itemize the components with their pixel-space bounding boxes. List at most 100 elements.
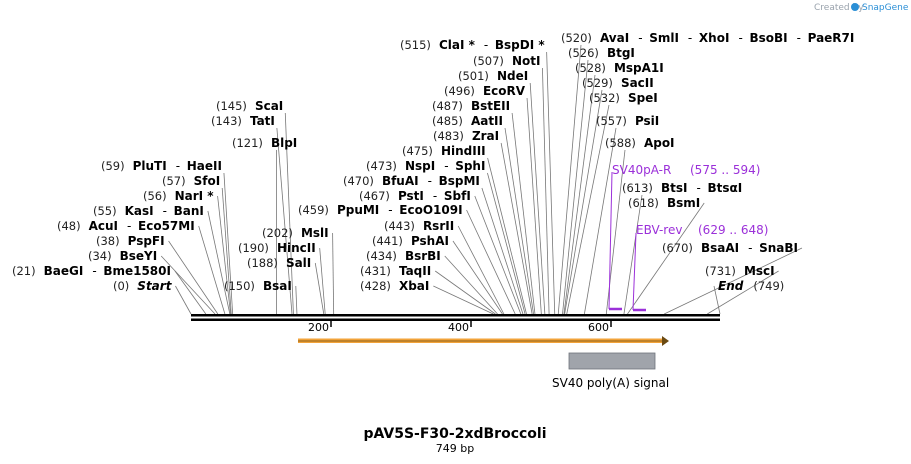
site-end[interactable]: (749)End: [718, 279, 784, 293]
site-leader-line: [481, 187, 524, 315]
site-position: (470): [343, 174, 374, 188]
site-baegi[interactable]: (21)BaeGI-Bme1580I: [12, 264, 171, 278]
feature-sv40-polya[interactable]: SV40 poly(A) signal: [552, 352, 669, 390]
site-leader-line: [207, 210, 231, 315]
site-apoi[interactable]: (588)ApoI: [605, 136, 675, 150]
site-tati[interactable]: (143)TatI: [211, 114, 275, 128]
site-leader-line: [284, 112, 294, 315]
site-bsteii[interactable]: (487)BstEII: [432, 99, 510, 113]
site-btsi[interactable]: (613)BtsI-BtsαI: [622, 181, 742, 195]
site-nari[interactable]: (56)NarI *: [143, 189, 214, 203]
site-bsrbi[interactable]: (434)BsrBI: [366, 249, 441, 263]
site-mspa1i[interactable]: (528)MspA1I: [575, 61, 664, 75]
site-position: (143): [211, 114, 242, 128]
primer-sv40pa-r[interactable]: SV40pA-R (575 .. 594): [608, 163, 760, 311]
site-sacii[interactable]: (529) SacII: [582, 76, 654, 90]
site-leader-line: [623, 194, 643, 315]
orf-arrow[interactable]: [298, 336, 669, 346]
site-rsrii[interactable]: (443)RsrII: [384, 219, 454, 233]
site-pspfi[interactable]: (38) PspFI: [96, 234, 165, 248]
site-name: BlpI: [271, 136, 297, 150]
site-name: BtsαI: [707, 181, 742, 195]
site-name: NarI *: [175, 189, 215, 203]
site-position: (475): [402, 144, 433, 158]
site-taqii[interactable]: (431)TaqII: [360, 264, 431, 278]
site-name: SnaBI: [759, 241, 798, 255]
site-position: (190): [238, 241, 269, 255]
site-psti[interactable]: (467)PstI-SbfI: [359, 189, 471, 203]
site-name: ZraI: [472, 129, 499, 143]
site-ndei[interactable]: (501)NdeI: [458, 69, 528, 83]
site-leader-line: [584, 127, 617, 315]
site-pluti[interactable]: (59)PluTI-HaeII: [101, 159, 222, 173]
site-blpi[interactable]: (121)BlpI: [232, 136, 297, 150]
site-name: PaeR7I: [808, 31, 855, 45]
site-name: BspMI: [439, 174, 480, 188]
site-name: BstEII: [471, 99, 510, 113]
site-leader-line: [174, 270, 207, 315]
snapgene-watermark: Created by SnapGene: [814, 3, 909, 13]
site-name: Bme1580I: [103, 264, 171, 278]
site-start[interactable]: (0)Start: [113, 279, 173, 293]
site-ppumi[interactable]: (459)PpuMI-EcoO109I: [298, 203, 463, 217]
site-position: (670): [662, 241, 693, 255]
watermark-created-by: Created by: [814, 3, 864, 13]
backbone-top-strand: [191, 314, 720, 317]
site-nspi[interactable]: (473)NspI-SphI: [366, 159, 485, 173]
site-position: (515): [400, 38, 431, 52]
site-position: (441): [372, 234, 403, 248]
site-name: BsoBI: [749, 31, 787, 45]
site-name: AvaI: [600, 31, 629, 45]
site-name: HindIII: [441, 144, 486, 158]
site-pshai[interactable]: (441)PshAI: [372, 234, 449, 248]
site-name: HaeII: [187, 159, 222, 173]
site-msli[interactable]: (202)MslI: [262, 226, 329, 240]
site-leader-line: [557, 44, 582, 315]
site-btgi[interactable]: (526)BtgI: [568, 46, 635, 60]
site-position: (618): [628, 196, 659, 210]
primer-ebv-rev[interactable]: EBV-rev (629 .. 648): [632, 223, 768, 312]
site-bfuai[interactable]: (470)BfuAI-BspMI: [343, 174, 480, 188]
site-position: (532): [589, 91, 620, 105]
site-name: Start: [137, 279, 172, 293]
site-bsai[interactable]: (150)BsaI: [224, 279, 292, 293]
site-name: PspFI: [128, 234, 165, 248]
site-aatii[interactable]: (485)AatII: [432, 114, 503, 128]
site-bsmi[interactable]: (618)BsmI: [628, 196, 700, 210]
site-msci[interactable]: (731)MscI: [705, 264, 775, 278]
site-leader-line: [566, 104, 610, 315]
site-bsaai[interactable]: (670)BsaAI-SnaBI: [662, 241, 798, 255]
site-hindiii[interactable]: (475) HindIII: [402, 144, 486, 158]
site-leader-line: [319, 247, 326, 315]
site-position: (38): [96, 234, 120, 248]
site-kasi[interactable]: (55)KasI-BanI: [93, 204, 204, 218]
map-title: pAV5S-F30-2xdBroccoli: [363, 426, 546, 442]
site-name: BsrBI: [405, 249, 441, 263]
site-spei[interactable]: (532)SpeI: [589, 91, 658, 105]
site-scai[interactable]: (145)ScaI: [216, 99, 283, 113]
site-clai[interactable]: (515)ClaI *-BspDI *: [400, 38, 545, 52]
site-xbai[interactable]: (428)XbaI: [360, 279, 429, 293]
site-bseyi[interactable]: (34)BseYI: [88, 249, 157, 263]
site-psii[interactable]: (557)PsiI: [596, 114, 659, 128]
site-position: (55): [93, 204, 117, 218]
ruler: 200 400 600: [308, 321, 612, 334]
site-noti[interactable]: (507)NotI: [473, 54, 540, 68]
site-zrai[interactable]: (483)ZraI: [433, 129, 499, 143]
site-hincii[interactable]: (190)HincII: [238, 241, 316, 255]
site-sfoi[interactable]: (57)SfoI: [162, 174, 220, 188]
site-position: (443): [384, 219, 415, 233]
feature-sv40-polya-box: [568, 352, 656, 370]
site-name-separator: -: [484, 38, 488, 52]
site-position: (485): [432, 114, 463, 128]
site-acui[interactable]: (48)AcuI-Eco57MI: [57, 219, 195, 233]
site-name: SacII: [621, 76, 654, 90]
site-name: BsaI: [263, 279, 292, 293]
site-sali[interactable]: (188)SalI: [247, 256, 311, 270]
site-ecorv[interactable]: (496)EcoRV: [444, 84, 526, 98]
site-avai[interactable]: (520)AvaI-SmlI-XhoI-BsoBI-PaeR7I: [561, 31, 854, 45]
site-position: (57): [162, 174, 186, 188]
site-leader-line: [487, 172, 526, 315]
site-name: AcuI: [89, 219, 118, 233]
site-position: (529): [582, 76, 613, 90]
